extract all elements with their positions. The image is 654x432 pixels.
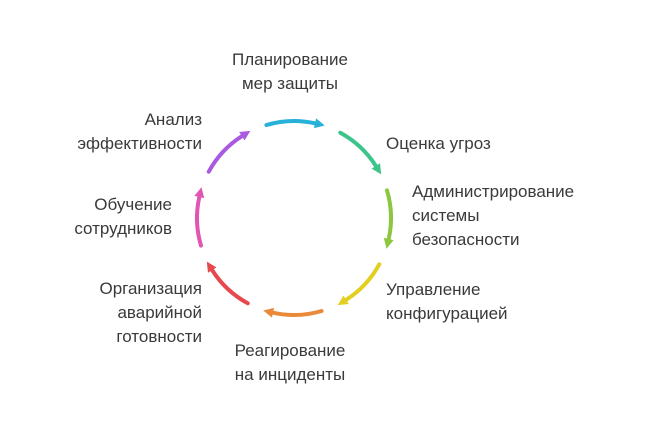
step-label-effectiveness-analysis: Анализ эффективности: [77, 110, 202, 153]
cycle-arrowhead-4: [263, 307, 275, 318]
step-label-threat-assessment: Оценка угроз: [386, 134, 491, 153]
cycle-arc-4: [271, 309, 324, 317]
cycle-arc-5: [210, 268, 250, 306]
step-label-planning: Планирование мер защиты: [231, 50, 349, 93]
cycle-arc-0: [264, 119, 317, 127]
cycle-arrowhead-7: [239, 130, 251, 141]
cycle-arc-6: [195, 195, 203, 248]
cycle-arrowhead-1: [371, 163, 382, 175]
cycle-arrowhead-2: [383, 237, 394, 249]
cycle-arrowhead-6: [194, 187, 205, 199]
cycle-arc-1: [338, 130, 378, 168]
step-label-staff-training: Обучение сотрудников: [74, 195, 172, 238]
step-label-configuration-management: Управление конфигурацией: [386, 280, 508, 323]
cycle-arc-3: [344, 262, 382, 302]
cycle-arrowhead-3: [337, 295, 349, 306]
step-label-security-administration: Администрирование системы безопасности: [412, 182, 575, 249]
cycle-arrowhead-5: [206, 261, 217, 273]
cycle-arc-2: [385, 188, 393, 241]
step-label-emergency-preparedness: Организация аварийной готовности: [99, 279, 202, 346]
cycle-arc-7: [206, 134, 244, 174]
cycle-arrowhead-0: [313, 118, 325, 129]
step-label-incident-response: Реагирование на инциденты: [234, 341, 346, 384]
